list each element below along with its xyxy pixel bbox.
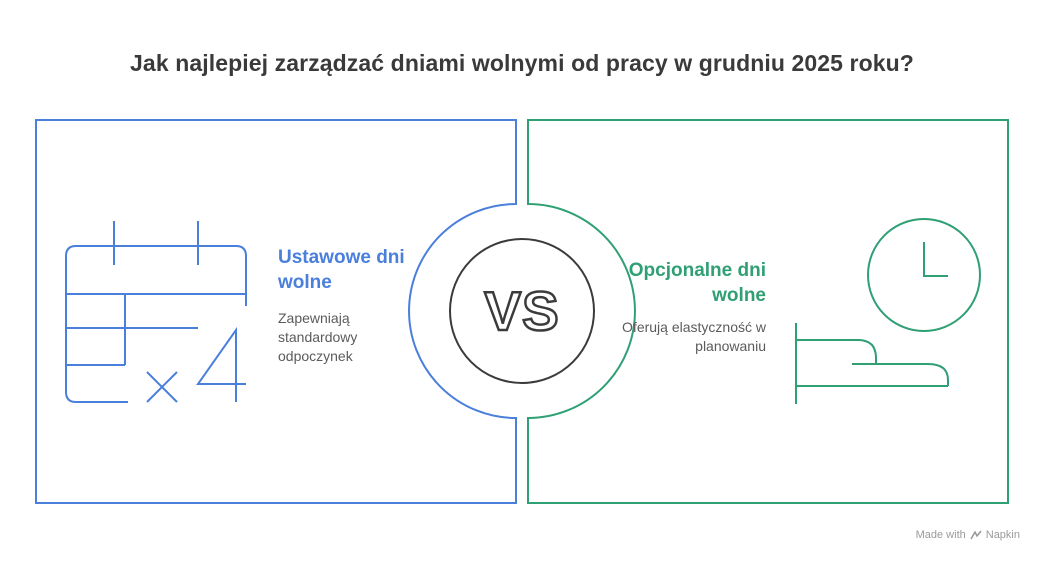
right-option-heading: Opcjonalne dni wolne bbox=[628, 260, 766, 306]
left-panel bbox=[35, 119, 517, 504]
vs-label: VS bbox=[483, 279, 560, 344]
left-option-description: Zapewniają standardowy odpoczynek bbox=[278, 310, 358, 364]
page-title: Jak najlepiej zarządzać dniami wolnymi o… bbox=[130, 50, 914, 76]
clock-bed-icon bbox=[795, 218, 981, 404]
made-with-label: Made with bbox=[915, 529, 966, 541]
vs-badge bbox=[449, 238, 595, 384]
napkin-logo-icon bbox=[970, 530, 982, 539]
right-panel bbox=[527, 119, 1009, 504]
left-option-heading: Ustawowe dni wolne bbox=[278, 247, 405, 293]
right-option-description: Oferują elastyczność w planowaniu bbox=[622, 319, 766, 354]
footer-attribution: Made with Napkin bbox=[916, 529, 1020, 541]
calendar-times-four-icon bbox=[65, 221, 247, 403]
brand-label: Napkin bbox=[985, 529, 1020, 541]
